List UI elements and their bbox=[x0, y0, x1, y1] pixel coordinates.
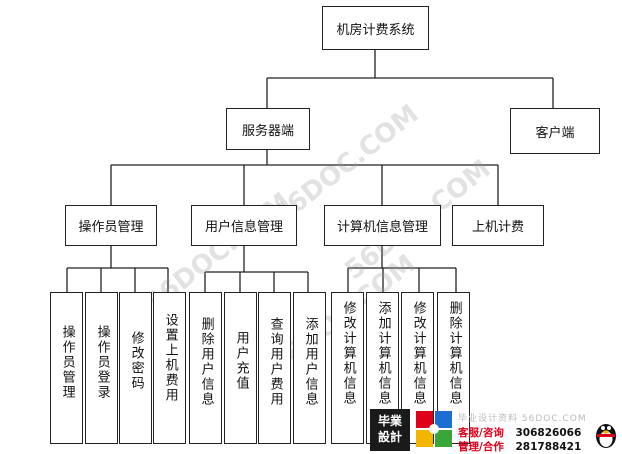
contact-number: 281788421 bbox=[515, 441, 582, 453]
leaf-label: 添加用户信息 bbox=[302, 317, 318, 407]
leaf-label: 修改密码 bbox=[128, 331, 144, 391]
contact-row-management: 管理/合作 281788421 bbox=[458, 439, 581, 454]
site-name: 毕业设计资料 56DOC.COM bbox=[458, 414, 587, 424]
node-computer-info-management: 计算机信息管理 bbox=[324, 205, 441, 246]
puzzle-logo-icon bbox=[416, 411, 452, 447]
leaf-label: 修改计算机信息 bbox=[410, 301, 426, 406]
leaf-operator: 操作员管理 bbox=[50, 292, 83, 444]
node-server: 服务器端 bbox=[226, 108, 310, 150]
leaf-label: 查询用户费用 bbox=[267, 317, 283, 407]
leaf-label: 用户充值 bbox=[233, 331, 249, 391]
contact-label: 管理/合作 bbox=[458, 441, 504, 453]
leaf-label: 修改计算机信息 bbox=[340, 301, 356, 406]
leaf-label: 删除计算机信息 bbox=[446, 301, 462, 406]
leaf-label: 设置上机费用 bbox=[162, 313, 178, 403]
contact-number: 306826066 bbox=[515, 427, 582, 439]
leaf-user: 用户充值 bbox=[224, 292, 257, 444]
leaf-label: 操作员登录 bbox=[94, 325, 110, 400]
node-billing: 上机计费 bbox=[452, 205, 544, 246]
node-root: 机房计费系统 bbox=[322, 6, 429, 50]
node-operator-management: 操作员管理 bbox=[65, 205, 157, 246]
leaf-label: 删除用户信息 bbox=[198, 317, 214, 407]
leaf-label: 添加计算机信息 bbox=[375, 301, 391, 406]
node-client: 客户端 bbox=[510, 108, 600, 154]
bishe-logo: 毕業 設計 bbox=[370, 409, 410, 451]
contact-label: 客服/咨询 bbox=[458, 427, 504, 439]
leaf-operator: 设置上机费用 bbox=[153, 292, 186, 444]
logo-text-line2: 設計 bbox=[377, 430, 402, 444]
leaf-computer: 修改计算机信息 bbox=[331, 292, 364, 444]
leaf-user: 添加用户信息 bbox=[293, 292, 326, 444]
logo-text-line1: 毕業 bbox=[377, 414, 402, 429]
leaf-operator: 操作员登录 bbox=[85, 292, 118, 444]
node-user-info-management: 用户信息管理 bbox=[191, 205, 297, 246]
footer-branding: 毕業 設計 毕业设计资料 56DOC.COM 客服/咨询 306826066 管… bbox=[362, 405, 622, 454]
leaf-operator: 修改密码 bbox=[119, 292, 152, 444]
leaf-label: 操作员管理 bbox=[59, 325, 75, 400]
qq-penguin-icon bbox=[596, 424, 616, 448]
leaf-user: 删除用户信息 bbox=[189, 292, 222, 444]
leaf-user: 查询用户费用 bbox=[258, 292, 291, 444]
contact-row-service: 客服/咨询 306826066 bbox=[458, 425, 581, 440]
